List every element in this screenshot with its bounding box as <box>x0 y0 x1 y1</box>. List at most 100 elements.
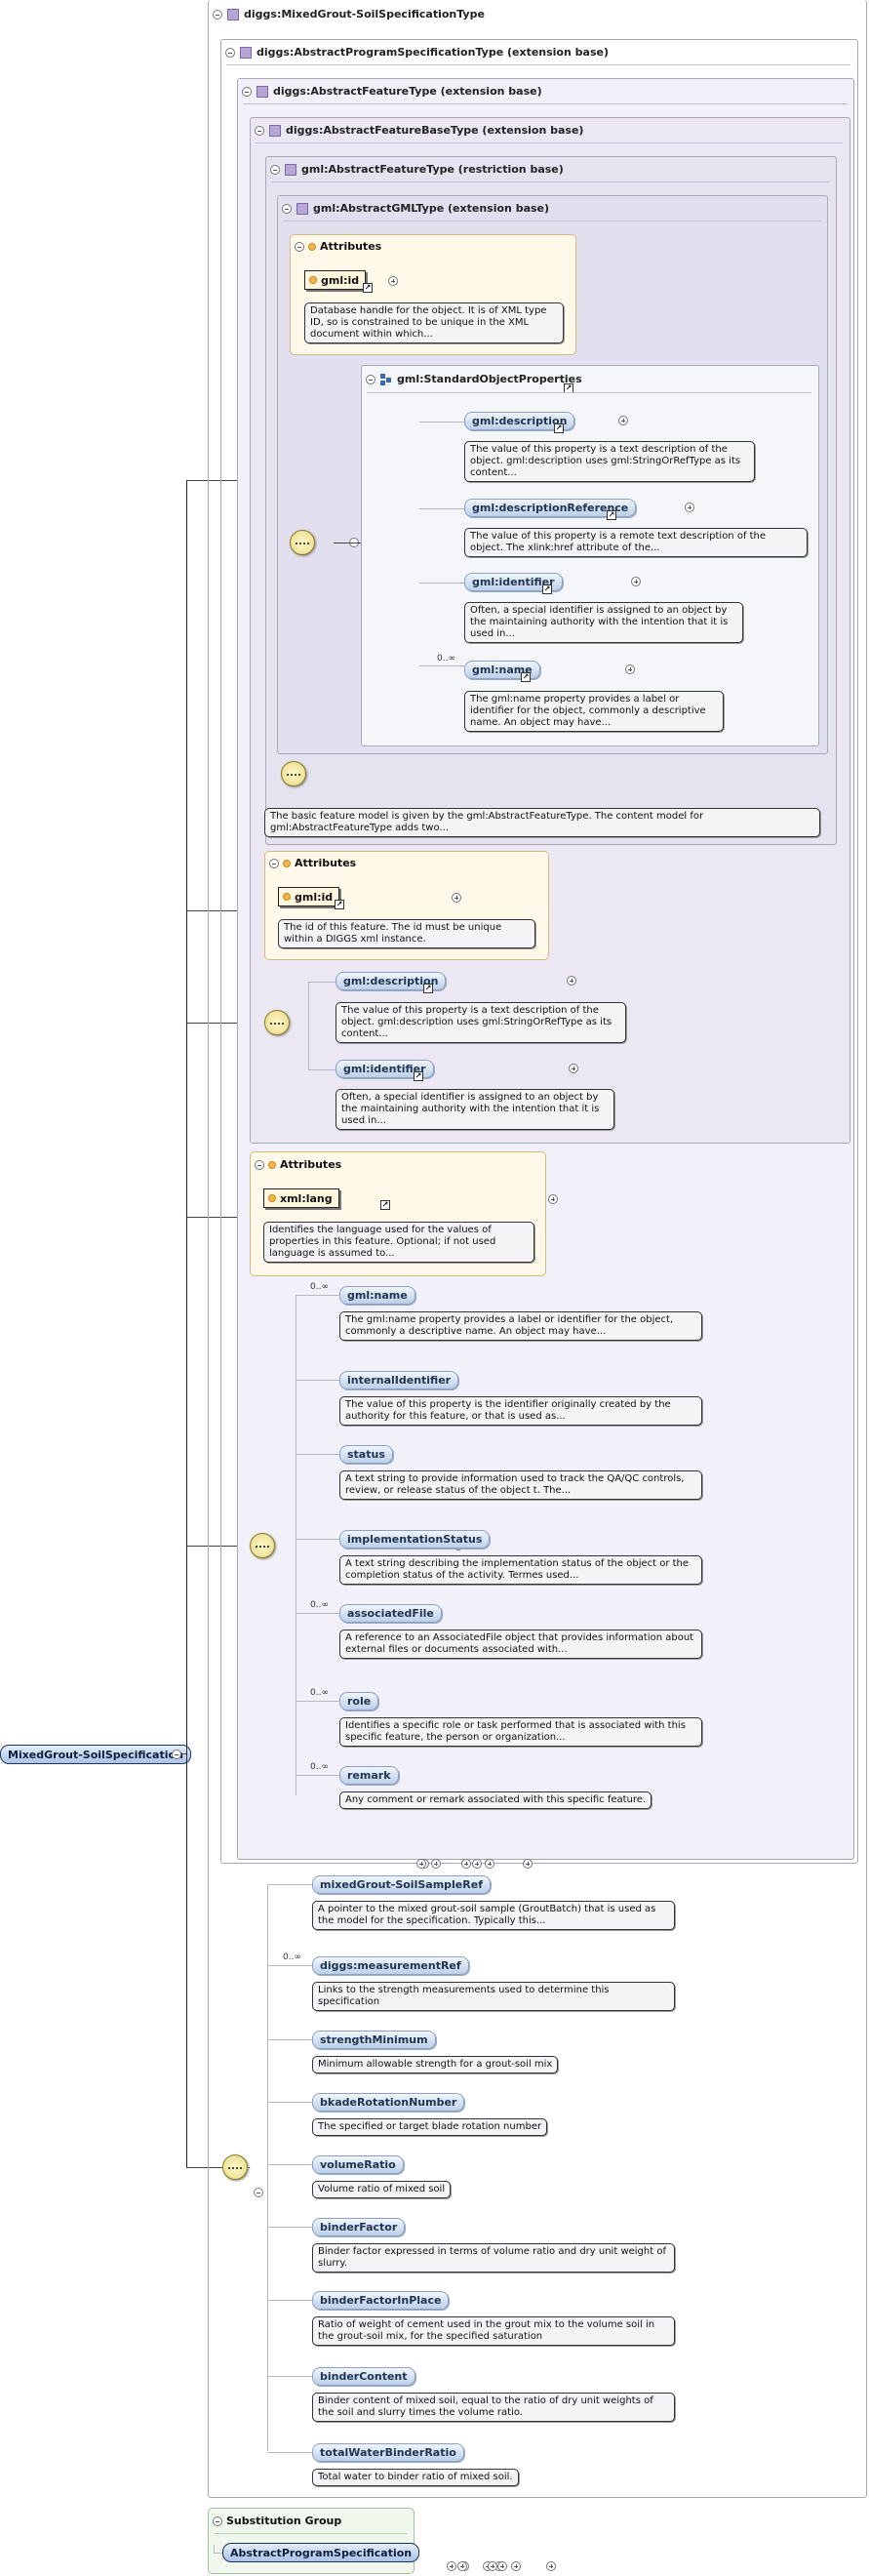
expand-icon[interactable] <box>387 276 398 286</box>
multiplicity: 0..∞ <box>437 654 455 664</box>
link-icon[interactable]: ↗ <box>554 423 564 433</box>
element-gml-description[interactable]: gml:description <box>464 412 575 430</box>
type-title-feature-base[interactable]: diggs:AbstractFeatureBaseType (extension… <box>255 124 583 137</box>
type-title-gml-feature[interactable]: gml:AbstractFeatureType (restriction bas… <box>270 163 564 176</box>
collapse-icon[interactable] <box>213 9 222 20</box>
collapse-icon[interactable] <box>255 125 264 136</box>
sequence-icon[interactable] <box>250 1533 275 1558</box>
expand-icon[interactable] <box>567 976 576 986</box>
collapse-icon[interactable] <box>225 47 235 58</box>
expand-icon[interactable] <box>431 1859 441 1869</box>
element-status[interactable]: status <box>339 1445 393 1464</box>
element-gml-description-reference[interactable]: gml:descriptionReference <box>464 499 637 517</box>
expand-icon[interactable] <box>461 1859 471 1869</box>
collapse-icon[interactable] <box>295 241 304 252</box>
attribute-xml-lang[interactable]: xml:lang <box>263 1188 339 1208</box>
attributes-heading[interactable]: Attributes <box>255 1158 341 1171</box>
attribute-icon <box>268 1194 276 1202</box>
sequence-icon[interactable] <box>264 1010 290 1035</box>
expand-icon[interactable] <box>631 577 641 586</box>
link-icon[interactable]: ↗ <box>423 984 433 993</box>
expand-icon[interactable] <box>416 1859 426 1869</box>
element-gml-identifier-base[interactable]: gml:identifier <box>336 1060 434 1078</box>
element-description: Minimum allowable strength for a grout-s… <box>312 2056 559 2073</box>
attribute-icon <box>308 242 316 251</box>
element-volumeratio[interactable]: volumeRatio <box>312 2155 404 2174</box>
collapse-icon[interactable] <box>282 203 292 214</box>
collapse-icon[interactable] <box>213 2516 222 2526</box>
element-description: Ratio of weight of cement used in the gr… <box>312 2316 675 2346</box>
collapse-root[interactable] <box>172 1750 181 1759</box>
element-internalidentifier[interactable]: internalIdentifier <box>339 1371 459 1389</box>
type-title-gml-abstract[interactable]: gml:AbstractGMLType (extension base) <box>282 202 549 215</box>
link-icon[interactable]: ↗ <box>607 510 616 520</box>
attributes-heading[interactable]: Attributes <box>295 240 381 253</box>
element-associatedfile[interactable]: associatedFile <box>339 1604 442 1623</box>
element-role[interactable]: role <box>339 1692 379 1711</box>
root-element[interactable]: MixedGrout-SoilSpecification <box>0 1745 191 1764</box>
element-gml-identifier[interactable]: gml:identifier <box>464 573 563 591</box>
link-icon[interactable]: ↗ <box>542 584 552 594</box>
expand-icon[interactable] <box>618 416 628 425</box>
group-icon <box>380 373 392 385</box>
element-description: Binder factor expressed in terms of volu… <box>312 2243 675 2273</box>
type-title-mixedgrout[interactable]: diggs:MixedGrout-SoilSpecificationType <box>213 8 485 20</box>
expand-icon[interactable] <box>497 2561 507 2571</box>
multiplicity: 0..∞ <box>310 1600 329 1610</box>
element-gml-description-base[interactable]: gml:description <box>336 972 447 990</box>
expand-icon[interactable] <box>485 1859 494 1869</box>
element-description: A text string describing the implementat… <box>339 1555 702 1585</box>
attribute-gml-id[interactable]: gml:id <box>304 270 367 290</box>
group-title-standard-props[interactable]: gml:StandardObjectProperties <box>366 373 582 385</box>
element-diggs-measurementref[interactable]: diggs:measurementRef <box>312 1956 469 1975</box>
substitution-group-heading[interactable]: Substitution Group <box>213 2515 341 2527</box>
expand-icon[interactable] <box>447 2561 456 2571</box>
expand-icon[interactable] <box>684 503 694 512</box>
collapse-icon[interactable] <box>269 858 279 868</box>
expand-icon[interactable] <box>568 1064 578 1073</box>
element-description: A pointer to the mixed grout-soil sample… <box>312 1901 675 1930</box>
attributes-heading[interactable]: Attributes <box>269 857 356 869</box>
expand-icon[interactable] <box>452 893 461 903</box>
element-bindercontent[interactable]: binderContent <box>312 2367 415 2386</box>
link-icon[interactable]: ↗ <box>380 1200 390 1210</box>
element-description: The specified or target blade rotation n… <box>312 2118 548 2136</box>
collapse-icon[interactable] <box>366 374 375 384</box>
collapse-icon[interactable] <box>254 2188 263 2197</box>
multiplicity: 0..∞ <box>310 1282 329 1292</box>
element-mixedgrout-soilsampleref[interactable]: mixedGrout-SoilSampleRef <box>312 1875 491 1894</box>
type-title-abstract-feature[interactable]: diggs:AbstractFeatureType (extension bas… <box>242 85 542 98</box>
expand-icon[interactable] <box>511 2561 521 2571</box>
sequence-icon[interactable] <box>281 761 306 786</box>
substitution-group-element[interactable]: AbstractProgramSpecification <box>222 2543 420 2562</box>
element-totalwaterbinderratio[interactable]: totalWaterBinderRatio <box>312 2443 464 2462</box>
link-icon[interactable]: ↗ <box>335 900 344 909</box>
sequence-icon[interactable] <box>290 530 315 555</box>
expand-icon[interactable] <box>472 1859 482 1869</box>
expand-icon[interactable] <box>546 2561 556 2571</box>
expand-icon[interactable] <box>457 2561 467 2571</box>
element-remark[interactable]: remark <box>339 1766 399 1785</box>
attribute-icon <box>283 859 291 867</box>
element-binderfactorinplace[interactable]: binderFactorInPlace <box>312 2291 450 2310</box>
expand-icon[interactable] <box>624 664 635 674</box>
attribute-gml-id-base[interactable]: gml:id <box>278 887 340 906</box>
expand-icon[interactable] <box>488 2561 497 2571</box>
link-icon[interactable]: ↗ <box>414 1071 423 1081</box>
expand-icon[interactable] <box>523 1859 533 1869</box>
link-icon[interactable]: ↗ <box>521 672 531 682</box>
element-strengthminimum[interactable]: strengthMinimum <box>312 2031 436 2049</box>
type-title-abstract-program[interactable]: diggs:AbstractProgramSpecificationType (… <box>225 46 609 59</box>
expand-icon[interactable] <box>548 1194 558 1204</box>
element-gml-name[interactable]: gml:name <box>339 1286 415 1305</box>
element-bkaderotationnumber[interactable]: bkadeRotationNumber <box>312 2093 465 2112</box>
element-description: A reference to an AssociatedFile object … <box>339 1630 702 1659</box>
multiplicity: 0..∞ <box>310 1688 329 1698</box>
collapse-icon[interactable] <box>255 1159 264 1170</box>
sequence-icon[interactable] <box>222 2154 248 2180</box>
link-icon[interactable]: ↗ <box>363 283 373 293</box>
collapse-icon[interactable] <box>242 86 252 97</box>
collapse-icon[interactable] <box>270 164 280 175</box>
element-implementationstatus[interactable]: implementationStatus <box>339 1530 491 1549</box>
element-binderfactor[interactable]: binderFactor <box>312 2218 406 2236</box>
